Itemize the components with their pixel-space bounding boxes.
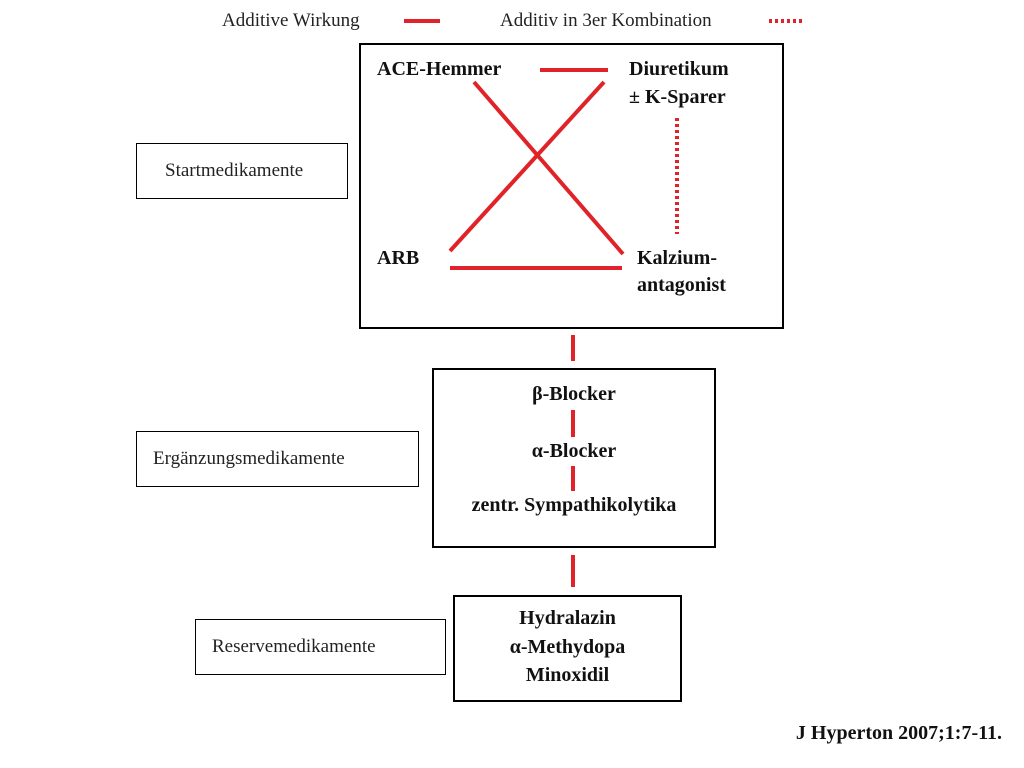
drug-hydralazin: Hydralazin <box>519 607 616 629</box>
drug-calcium-line1: Kalzium- <box>637 247 717 269</box>
category-box-reserve: Reservemedikamente <box>195 619 446 675</box>
category-label-supplement: Ergänzungsmedikamente <box>153 448 345 469</box>
category-box-start: Startmedikamente <box>136 143 348 199</box>
drug-alpha-blocker: α-Blocker <box>531 440 617 462</box>
drug-central-sympatholytics: zentr. Sympathikolytika <box>471 494 677 516</box>
drug-methyldopa: α-Methydopa <box>509 636 626 658</box>
legend-additive-label: Additive Wirkung <box>222 10 360 31</box>
category-label-start: Startmedikamente <box>165 160 304 181</box>
category-box-supplement: Ergänzungsmedikamente <box>136 431 419 487</box>
supplement-drugs-box <box>432 368 716 548</box>
drug-diuretic-line2: ± K-Sparer <box>629 86 726 108</box>
start-drugs-box <box>359 43 784 329</box>
reserve-drugs-box <box>453 595 682 702</box>
line-ace-calcium <box>472 80 625 256</box>
citation: J Hyperton 2007;1:7-11. <box>795 722 1002 744</box>
drug-minoxidil: Minoxidil <box>525 664 610 686</box>
drug-beta-blocker: β-Blocker <box>532 383 616 405</box>
drug-diuretic-line1: Diuretikum <box>629 58 729 80</box>
legend-triple-label: Additiv in 3er Kombination <box>500 10 712 31</box>
drug-arb: ARB <box>377 247 420 269</box>
category-label-reserve: Reservemedikamente <box>212 636 376 657</box>
drug-ace-inhibitor: ACE-Hemmer <box>377 58 502 80</box>
drug-calcium-line2: antagonist <box>637 274 726 296</box>
line-diuretic-arb <box>448 80 606 253</box>
